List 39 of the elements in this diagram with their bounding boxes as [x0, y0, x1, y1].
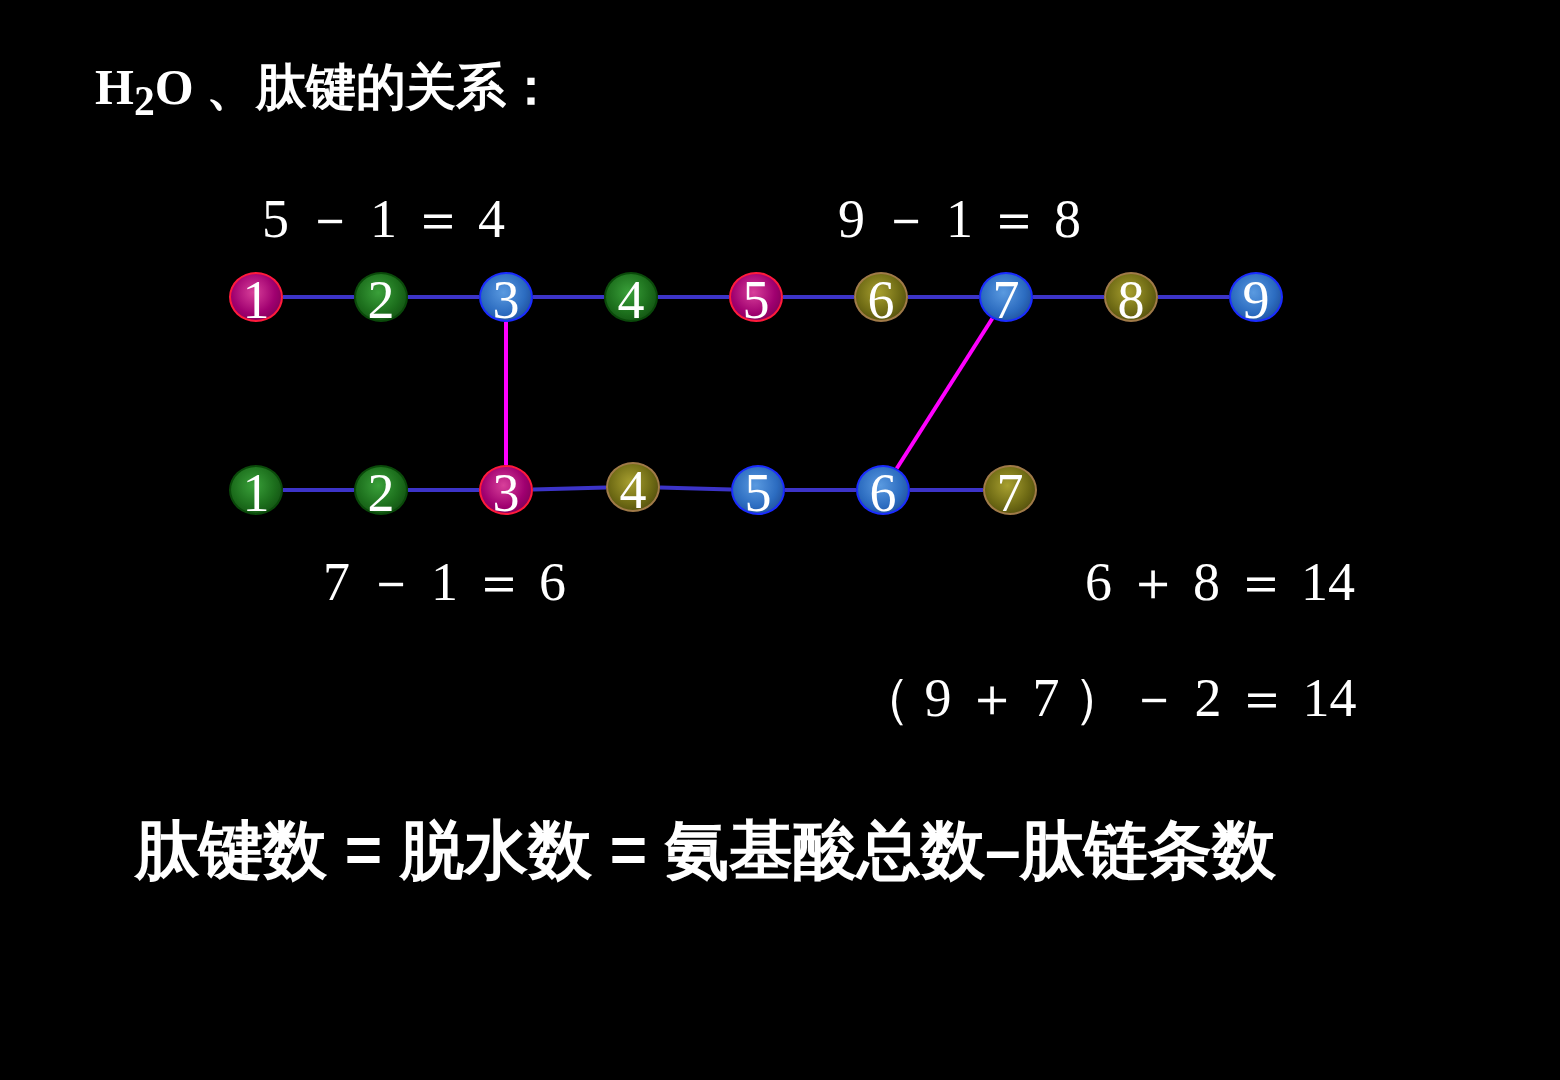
connector-line [895, 317, 994, 470]
connector-line [1033, 295, 1104, 299]
numbered-circle: 8 [1104, 272, 1158, 322]
numbered-circle: 3 [479, 272, 533, 322]
numbered-circle: 9 [1229, 272, 1283, 322]
equation-text: 5 － 1 ＝ 4 [262, 192, 505, 246]
numbered-circle: 2 [354, 465, 408, 515]
connector-line [785, 488, 856, 492]
numbered-circle: 6 [856, 465, 910, 515]
numbered-circle: 7 [979, 272, 1033, 322]
connector-line [408, 488, 479, 492]
numbered-circle: 2 [354, 272, 408, 322]
equation-text: 6 ＋ 8 ＝ 14 [1085, 555, 1355, 609]
connector-line [532, 485, 607, 492]
formula-text: 肽键数 = 脱水数 = 氨基酸总数–肽链条数 [135, 818, 1277, 882]
connector-line [783, 295, 854, 299]
numbered-circle: 1 [229, 272, 283, 322]
numbered-circle: 4 [604, 272, 658, 322]
numbered-circle: 4 [606, 462, 660, 512]
connector-line [908, 295, 979, 299]
connector-line [283, 488, 354, 492]
connector-line [658, 295, 729, 299]
equation-text: 7 － 1 ＝ 6 [323, 555, 566, 609]
numbered-circle: 5 [731, 465, 785, 515]
connector-line [408, 295, 479, 299]
equation-text: （ 9 ＋ 7 ）－ 2 ＝ 14 [857, 671, 1357, 725]
slide-title: H$_{2}$O 、肽键的关系： [95, 62, 557, 126]
connector-line [910, 488, 983, 492]
connector-line [533, 295, 604, 299]
connector-line [659, 485, 732, 492]
numbered-circle: 5 [729, 272, 783, 322]
equation-text: 9 － 1 ＝ 8 [838, 192, 1081, 246]
numbered-circle: 7 [983, 465, 1037, 515]
numbered-circle: 1 [229, 465, 283, 515]
connector-line [1158, 295, 1229, 299]
connector-line [504, 322, 508, 465]
connector-line [283, 295, 354, 299]
numbered-circle: 3 [479, 465, 533, 515]
numbered-circle: 6 [854, 272, 908, 322]
